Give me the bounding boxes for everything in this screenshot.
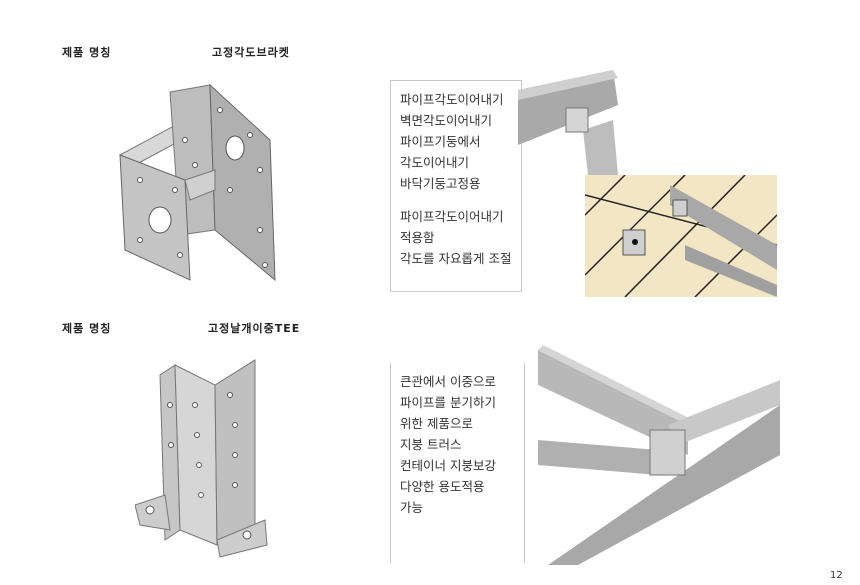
product-description-box: 큰관에서 이중으로 파이프를 분기하기 위한 제품으로 지붕 트러스 컨테이너 … <box>390 363 525 563</box>
description-line: 파이프기둥에서 <box>400 134 481 149</box>
pipe-joint-render-image <box>518 70 618 175</box>
wall-install-image <box>585 175 777 297</box>
description-line: 벽면각도이어내기 <box>400 113 493 128</box>
product-name-label: 제품 명칭 <box>62 322 112 335</box>
description-line: 컨테이너 지붕보강 <box>400 458 496 473</box>
product-name: 고정날개이중TEE <box>208 322 301 335</box>
double-tee-image <box>135 359 268 558</box>
description-line: 파이프각도이어내기 <box>400 209 504 224</box>
description-line: 각도를 자요롭게 조절 <box>400 251 512 266</box>
description-line: 바닥기둥고정용 <box>400 176 481 191</box>
description-line: 지붕 트러스 <box>400 437 462 452</box>
description-line: 위한 제품으로 <box>400 416 473 431</box>
page-number: 12 <box>830 570 843 581</box>
truss-render-image <box>538 345 780 565</box>
bracket-image <box>119 83 276 282</box>
product-name: 고정각도브라켓 <box>212 46 290 59</box>
description-line: 적용함 <box>400 230 435 245</box>
description-line: 큰관에서 이중으로 <box>400 374 496 389</box>
description-line: 각도이어내기 <box>400 155 470 170</box>
description-line: 파이프를 분기하기 <box>400 395 496 410</box>
description-line: 가능 <box>400 500 424 515</box>
product-name-label: 제품 명칭 <box>62 46 112 59</box>
description-line: 다양한 용도적용 <box>400 479 485 494</box>
description-line: 파이프각도이어내기 <box>400 92 504 107</box>
product-description-box: 파이프각도이어내기 벽면각도이어내기 파이프기둥에서 각도이어내기 바닥기둥고정… <box>390 80 522 292</box>
